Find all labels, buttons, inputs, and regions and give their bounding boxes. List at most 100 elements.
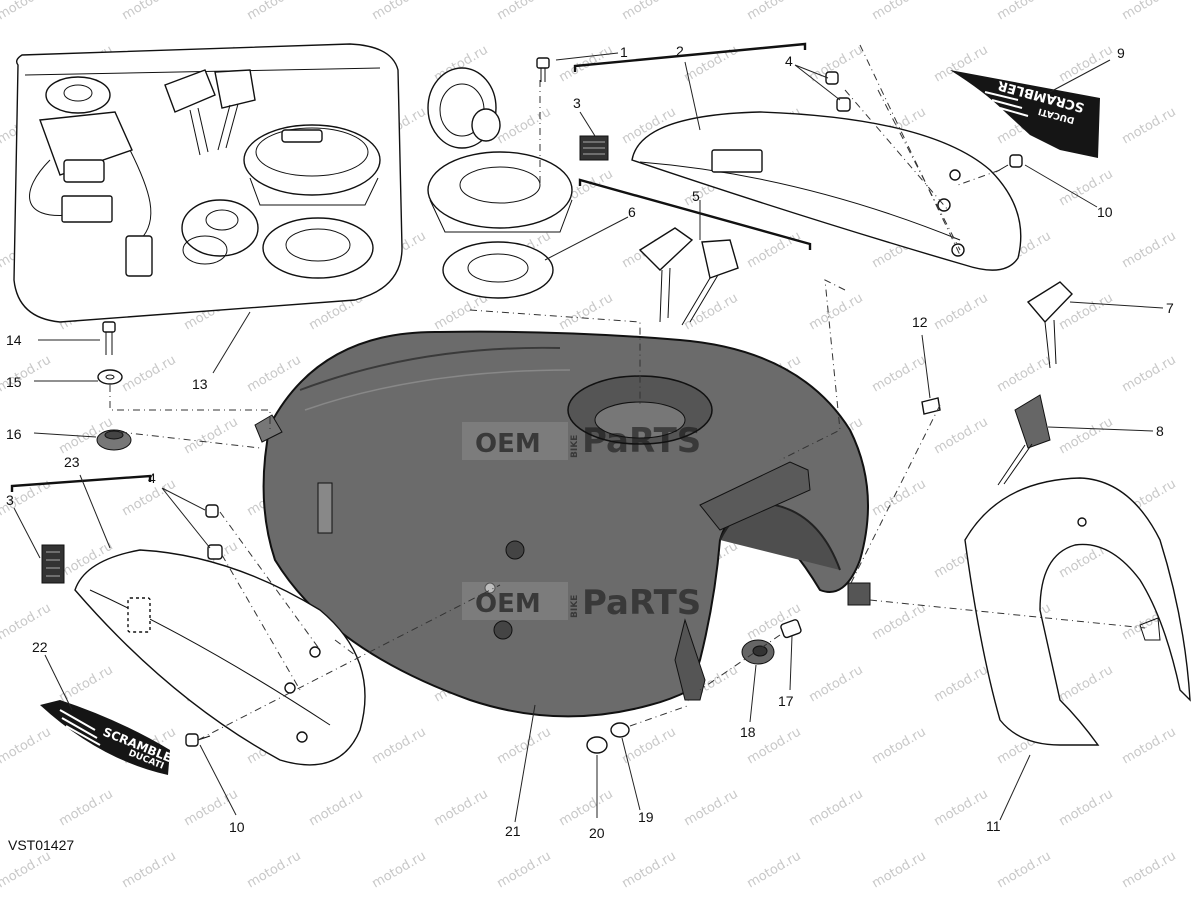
oem-stamp-upper-right: PaRTS (582, 421, 701, 461)
side-panel-right-2 (631, 111, 1022, 271)
callout-14: 14 (6, 332, 22, 348)
rear-cover-11 (964, 477, 1191, 746)
watermark-text: motod.ru (932, 291, 991, 334)
callout-22: 22 (32, 639, 48, 655)
bolt-20 (586, 736, 608, 754)
watermark-text: motod.ru (682, 43, 741, 86)
key-8 (997, 394, 1051, 486)
watermark-text: motod.ru (870, 477, 929, 520)
leader-lines (13, 52, 1164, 823)
screw-1 (536, 57, 550, 82)
watermark-text: motod.ru (1120, 353, 1179, 396)
fuel-tank-21 (254, 330, 871, 718)
watermark-text: motod.ru (0, 601, 54, 644)
callout-21: 21 (505, 823, 521, 839)
callout-3-left: 3 (6, 492, 14, 508)
bush-18 (741, 639, 775, 665)
callout-17: 17 (778, 693, 794, 709)
callout-15: 15 (6, 374, 22, 390)
callout-13: 13 (192, 376, 208, 392)
watermark-text: motod.ru (1120, 725, 1179, 768)
gasket-ring-kit (262, 217, 374, 279)
watermark-text: motod.ru (995, 0, 1054, 23)
watermark-text: motod.ru (870, 0, 929, 23)
assembly-lines (109, 44, 1146, 741)
watermark-text: motod.ru (1120, 105, 1179, 148)
watermark-text: motod.ru (1120, 0, 1179, 23)
decal-9: SCRAMBLER DUCATI (950, 70, 1100, 158)
watermark-text: motod.ru (807, 787, 866, 830)
watermark-text: motod.ru (120, 353, 179, 396)
watermark-text: motod.ru (557, 787, 616, 830)
oem-stamp-lower-vertical: BIKE (570, 595, 580, 618)
watermark-text: motod.ru (120, 0, 179, 23)
watermark-text: motod.ru (870, 849, 929, 892)
watermark-text: motod.ru (557, 291, 616, 334)
washer-19 (610, 722, 630, 738)
oem-stamp-upper: OEM PaRTS BIKE (462, 421, 701, 461)
watermark-text: motod.ru (932, 787, 991, 830)
watermark-text: motod.ru (1057, 787, 1116, 830)
watermark-text: motod.ru (620, 849, 679, 892)
watermark-text: motod.ru (682, 291, 741, 334)
watermark-text: motod.ru (682, 787, 741, 830)
watermark-text: motod.ru (620, 0, 679, 23)
watermark-text: motod.ru (745, 849, 804, 892)
drawing-code: VST01427 (8, 837, 74, 853)
washer-15 (97, 369, 123, 385)
watermark-text: motod.ru (182, 415, 241, 458)
oem-stamp-upper-left: OEM (475, 429, 541, 459)
callout-19: 19 (638, 809, 654, 825)
callout-8: 8 (1156, 423, 1164, 439)
ignition-switch (29, 76, 153, 277)
oem-stamp-lower-right: PaRTS (582, 583, 701, 623)
callout-18: 18 (740, 724, 756, 740)
watermark-text: motod.ru (120, 849, 179, 892)
oem-stamp-lower-left: OEM (475, 589, 541, 619)
key-set-5 (638, 227, 739, 326)
rubber-pads-4-left (205, 504, 223, 560)
grommet-16 (96, 429, 132, 451)
filler-cap-assembly (427, 67, 573, 233)
watermark-text: motod.ru (0, 725, 54, 768)
callout-4-top: 4 (785, 53, 793, 69)
watermark-text: motod.ru (307, 787, 366, 830)
watermark-text: motod.ru (1120, 229, 1179, 272)
watermark-text: motod.ru (0, 0, 54, 23)
watermark-text: motod.ru (995, 353, 1054, 396)
watermark-text: motod.ru (245, 849, 304, 892)
adhesive-pad-3-top (579, 135, 609, 161)
fuel-cap-kit (243, 124, 381, 206)
callout-2: 2 (676, 43, 684, 59)
callout-6: 6 (628, 204, 636, 220)
callout-10-left: 10 (229, 819, 245, 835)
watermark-text: motod.ru (370, 0, 429, 23)
side-panel-left-23 (74, 549, 366, 766)
gasket-6 (442, 241, 554, 299)
bolt-14 (102, 321, 116, 355)
callout-3-top: 3 (573, 95, 581, 111)
watermark-text: motod.ru (57, 787, 116, 830)
clip-12 (921, 397, 941, 415)
callout-4-left: 4 (148, 470, 156, 486)
screw-10-right (995, 154, 1023, 173)
callout-5: 5 (692, 188, 700, 204)
watermark-text: motod.ru (495, 0, 554, 23)
callout-12: 12 (912, 314, 928, 330)
lock-barrel-kit (181, 199, 259, 265)
watermark-text: motod.ru (370, 725, 429, 768)
callout-9: 9 (1117, 45, 1125, 61)
callout-labels: 1 2 3 4 9 10 6 5 7 8 12 13 14 15 16 23 4… (6, 43, 1174, 841)
callout-1: 1 (620, 44, 628, 60)
bolt-17 (780, 619, 802, 639)
watermark-text: motod.ru (1057, 415, 1116, 458)
oem-stamp-lower: OEM PaRTS BIKE (462, 582, 701, 623)
brace-lines (10, 42, 812, 492)
callout-20: 20 (589, 825, 605, 841)
callout-23: 23 (64, 454, 80, 470)
watermark-text: motod.ru (995, 849, 1054, 892)
watermark-text: motod.ru (1120, 849, 1179, 892)
watermark-text: motod.ru (1057, 43, 1116, 86)
watermark-text: motod.ru (932, 663, 991, 706)
